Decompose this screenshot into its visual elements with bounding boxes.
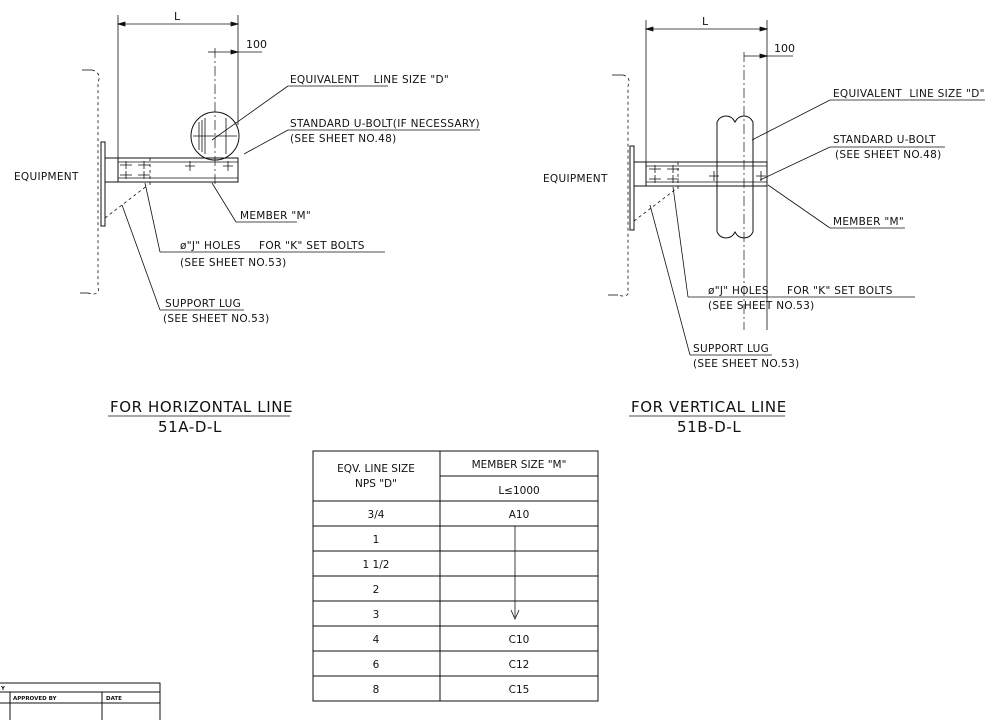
equipment-plate-left [100,141,106,227]
table-cell-member: C15 [509,684,530,696]
title-horizontal: FOR HORIZONTAL LINE [110,398,293,416]
title-vertical: FOR VERTICAL LINE [631,398,787,416]
label-lug-left: SUPPORT LUG [165,298,241,310]
title-block-date: DATE [106,696,122,702]
label-ubolt-right: STANDARD U-BOLT [833,134,936,146]
table-header-nps: NPS "D" [355,478,397,490]
label-lug-right: SUPPORT LUG [693,343,769,355]
support-lug-left [104,184,149,219]
table-row: 8 C15 [373,684,530,696]
code-vertical: 51B-D-L [677,418,741,436]
code-horizontal: 51A-D-L [158,418,222,436]
dim-100-right: 100 [774,42,795,55]
table-row: 4 C10 [373,634,530,646]
table-row: 6 C12 [373,659,530,671]
pipe-vertical-right [716,115,754,239]
table-row: 1 1/2 [363,559,390,571]
table-cell-member: C12 [509,659,530,671]
label-equiv-line-right: EQUIVALENT LINE SIZE "D" [833,88,985,100]
title-block: Y APPROVED BY DATE [0,682,161,720]
equipment-plate-right [629,145,635,231]
dim-100-left: 100 [246,38,267,51]
label-ubolt-sheet-right: (SEE SHEET NO.48) [835,149,942,161]
label-lug-sheet-left: (SEE SHEET NO.53) [163,313,270,325]
table-cell-size: 6 [373,659,380,671]
table-cell-size: 3/4 [368,509,385,521]
table-cell-size: 3 [373,609,380,621]
vertical-line-detail: L 100 [543,15,985,436]
table-cell-size: 8 [373,684,380,696]
label-equiv-line-left: EQUIVALENT LINE SIZE "D" [290,74,449,86]
dim-L-left: L [174,10,181,23]
label-equipment-left: EQUIPMENT [14,171,79,183]
table-row: 3/4 A10 [368,509,530,521]
label-member-right: MEMBER "M" [833,216,904,228]
table-subheader-length: L≤1000 [498,485,539,497]
title-block-approved-by: APPROVED BY [13,696,57,702]
dim-L-right: L [702,15,709,28]
label-lug-sheet-right: (SEE SHEET NO.53) [693,358,800,370]
equipment-wall-left [87,69,100,295]
label-equipment-right: EQUIPMENT [543,173,608,185]
table-header-line-size: EQV. LINE SIZE [337,463,415,475]
member-channel-right [645,161,768,187]
title-block-partial-label: Y [0,686,6,692]
equipment-wall-right [617,74,630,297]
member-size-table: EQV. LINE SIZE NPS "D" MEMBER SIZE "M" L… [312,450,599,702]
label-ubolt-left: STANDARD U-BOLT(IF NECESSARY) [290,118,480,130]
label-holes-right: ø"J" HOLES FOR "K" SET BOLTS [708,285,893,297]
label-holes-left: ø"J" HOLES FOR "K" SET BOLTS [180,240,365,252]
table-row: 2 [373,584,380,596]
table-cell-size: 2 [373,584,380,596]
label-holes-sheet-right: (SEE SHEET NO.53) [708,300,815,312]
pipe-section-left [190,111,240,161]
table-header-member-size: MEMBER SIZE "M" [472,459,567,471]
table-cell-member: C10 [509,634,530,646]
table-row: 1 [373,534,380,546]
label-holes-sheet-left: (SEE SHEET NO.53) [180,257,287,269]
table-cell-size: 1 [373,534,380,546]
table-cell-size: 1 1/2 [363,559,390,571]
table-row: 3 [373,609,380,621]
label-ubolt-sheet-left: (SEE SHEET NO.48) [290,133,397,145]
label-member-left: MEMBER "M" [240,210,311,222]
member-channel-left [117,157,239,183]
horizontal-line-detail: L 100 [14,10,480,436]
table-cell-size: 4 [373,634,380,646]
support-lug-right [633,188,677,222]
table-cell-member: A10 [509,509,530,521]
